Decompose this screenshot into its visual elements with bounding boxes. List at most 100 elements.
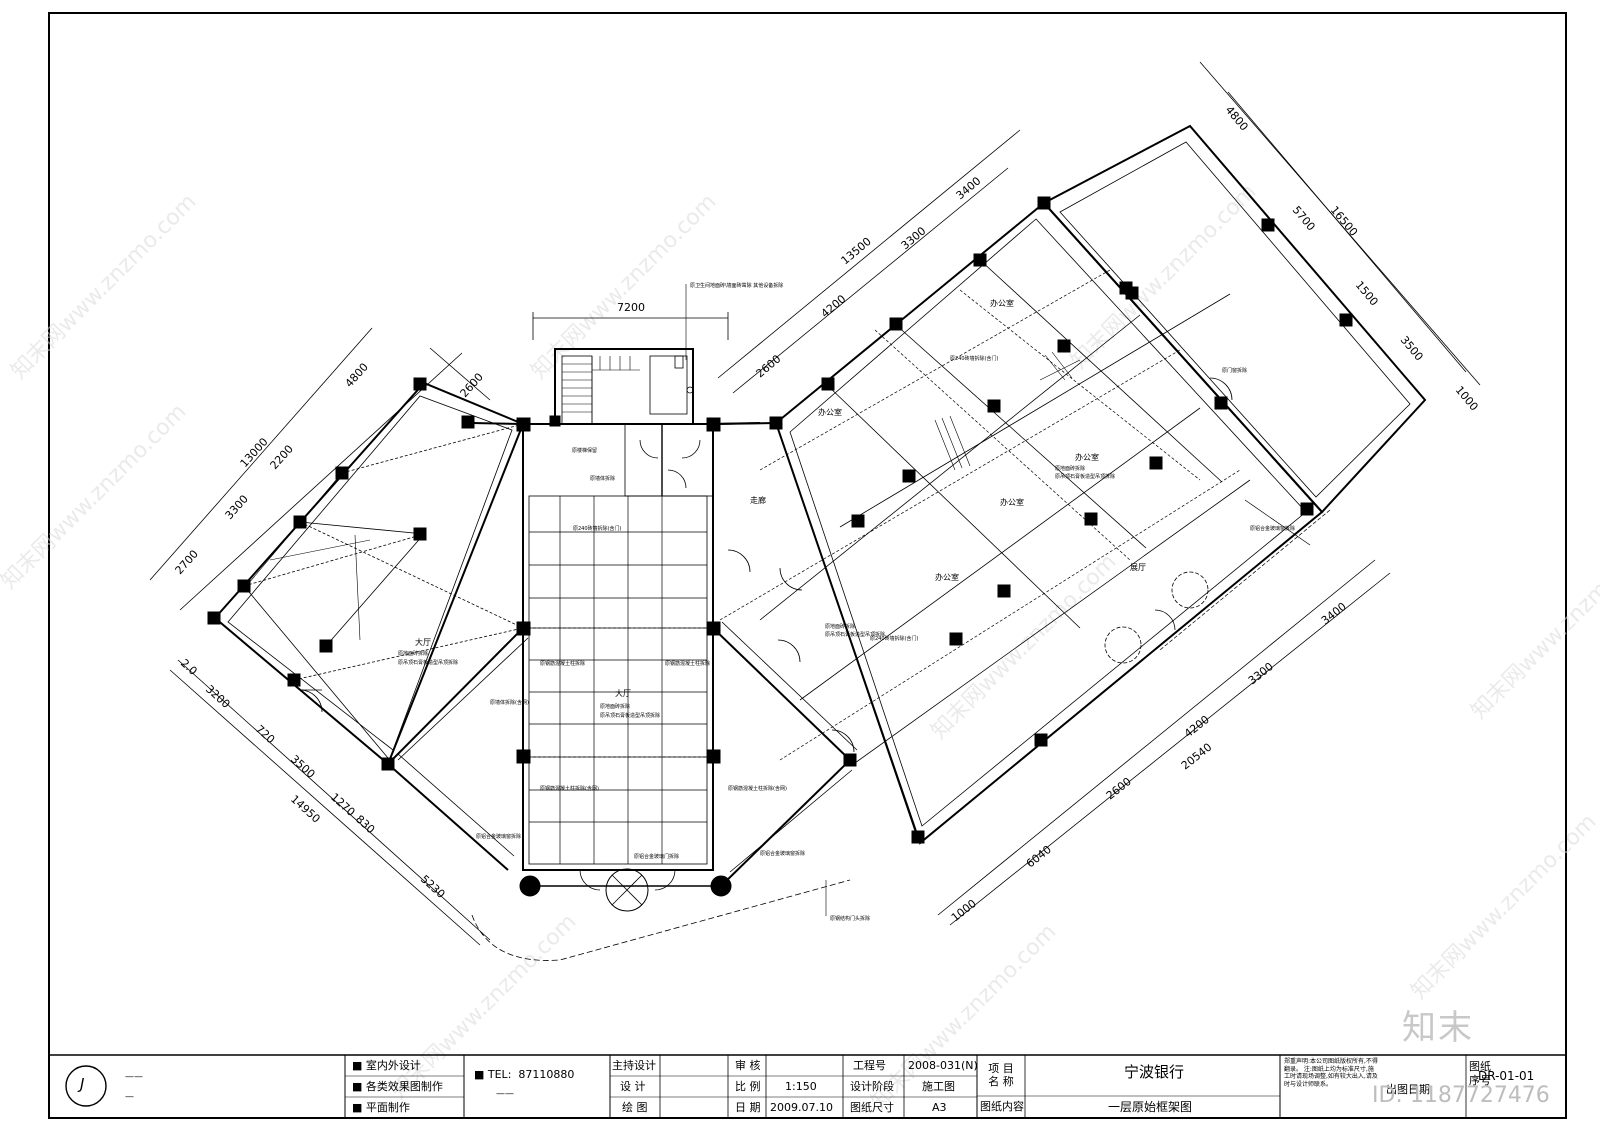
left-diagonal-wall (387, 627, 524, 765)
note-label: 原吊顶石膏板造型吊顶拆除 (825, 631, 885, 638)
column (911, 830, 925, 844)
column (516, 749, 531, 764)
stair-core (549, 348, 714, 497)
right-wing (712, 196, 1331, 887)
note-label: 原门窗拆除 (1222, 367, 1247, 374)
column (1300, 502, 1314, 516)
left-wing-inner-wall (227, 395, 513, 751)
door-swing (681, 439, 701, 459)
note-label: 原吊顶石膏板造型吊顶拆除 (1055, 473, 1115, 480)
dim-label: 720 (253, 723, 277, 747)
column (1057, 339, 1071, 353)
chief-designer-label: 主持设计 (612, 1059, 656, 1072)
left-facade (387, 763, 509, 871)
sheet-number: DR-01-01 (1478, 1069, 1535, 1083)
dim-label: 3300 (223, 493, 251, 523)
dim-label: 1270 (328, 791, 358, 819)
dim-label: 2600 (754, 352, 784, 380)
note-label: 原钢筋混凝土柱拆除(含网) (728, 785, 787, 792)
left-grid-line (269, 539, 371, 561)
left-diagonal-wall (397, 637, 529, 761)
service-item: ■ 平面制作 (352, 1101, 410, 1114)
note-label: 原墙体拆除(含网) (490, 699, 529, 706)
issue-date-label: 出图日期 (1386, 1083, 1430, 1096)
dim-label: 3500 (288, 753, 318, 781)
dim-label: 3400 (954, 174, 984, 202)
drawing-content-label: 图纸内容 (980, 1100, 1024, 1113)
watermark-text: 知末网www.znzmo.com (1407, 809, 1600, 1004)
note-label: 原钢筋混凝土柱拆除 (540, 660, 585, 667)
room-label: 展厅 (1130, 563, 1146, 572)
column (413, 527, 427, 541)
dim-label: 13500 (839, 235, 874, 267)
dim-label: 4200 (1182, 713, 1212, 740)
right-facade (720, 759, 851, 887)
date-value: 2009.07.10 (770, 1101, 833, 1114)
company-name-placeholder-2: — (125, 1092, 134, 1102)
door-swing (831, 729, 855, 753)
column (843, 753, 857, 767)
room-label: 办公室 (1000, 497, 1024, 507)
central-dashed-axes (522, 424, 714, 870)
dim-label: 2600 (1104, 775, 1134, 802)
paper-size-label: 图纸尺寸 (850, 1101, 894, 1114)
column (1084, 512, 1098, 526)
column (1214, 396, 1228, 410)
note-label: 原铝合金玻璃窗拆除 (760, 850, 805, 857)
room-label: 办公室 (818, 407, 842, 417)
image-id-label: ID: 1187727476 (1372, 1083, 1550, 1108)
design-phase-value: 施工图 (922, 1080, 955, 1093)
note-label: 原地面砖拆除 (398, 650, 428, 657)
note-label: 原地面砖拆除 (600, 703, 630, 710)
drawing-name: 一层原始框架图 (1108, 1100, 1193, 1114)
note-label: 原钢筋混凝土柱拆除(含网) (540, 785, 599, 792)
floor-drain (686, 386, 694, 394)
disclaimer-text: 郑重声明:本公司图纸版权所有,不得翻录。 注:图纸上均为标准尺寸,施工时请现场调… (1284, 1058, 1378, 1088)
paper-size-value: A3 (932, 1101, 947, 1114)
project-name-label: 项 目 名 称 (988, 1062, 1014, 1089)
column (207, 611, 221, 625)
door-swing (1154, 609, 1176, 631)
door-swing (777, 639, 801, 663)
note-label: 原铝合金玻璃窗拆除 (476, 833, 521, 840)
dim-label: 5230 (418, 873, 448, 901)
column (821, 377, 835, 391)
room-label: 办公室 (935, 572, 959, 582)
dim-label: 3500 (1398, 334, 1426, 364)
column (997, 584, 1011, 598)
demolition-notes: 原卫生间地面砖\墙面砖凿除 其他设备拆除 原楼梯保留 原墙体拆除 原240砖墙拆… (398, 282, 1295, 922)
revolving-door (605, 868, 649, 912)
stair-core-outline (554, 348, 694, 425)
dim-label: 3300 (899, 224, 929, 252)
note-label: 原地面砖拆除 (1055, 465, 1085, 472)
column (949, 632, 963, 646)
dim-label: 14950 (288, 793, 323, 826)
door-swing (1209, 377, 1233, 401)
dim-label: 830 (353, 813, 377, 837)
room-label: 大厅 (415, 637, 431, 647)
column (851, 514, 865, 528)
right-link-wall (712, 422, 777, 425)
column (237, 579, 251, 593)
column (1125, 286, 1139, 300)
note-label: 原钢结构门头拆除 (830, 915, 870, 922)
company-logo-mark: J (80, 1075, 85, 1093)
stair-core-inner (561, 355, 593, 425)
dim-label: 6040 (1024, 843, 1054, 870)
review-label: 审 核 (735, 1059, 761, 1072)
left-grid-line (299, 521, 524, 629)
right-wing-grid (759, 259, 1251, 844)
note-label: 原240砖墙拆除(含门) (573, 525, 621, 532)
watermark-text: 知末网www.znzmo.com (0, 399, 191, 594)
revolving-door (1171, 571, 1209, 609)
room-label: 大厅 (615, 688, 631, 698)
column (516, 621, 531, 636)
note-label: 原吊顶石膏板造型吊顶拆除 (398, 659, 458, 666)
glass-curtain (1244, 499, 1311, 546)
note-label: 原墙体拆除 (590, 475, 615, 482)
column (987, 399, 1001, 413)
column (381, 757, 395, 771)
column (889, 317, 903, 331)
dim-label: 4200 (819, 292, 849, 320)
